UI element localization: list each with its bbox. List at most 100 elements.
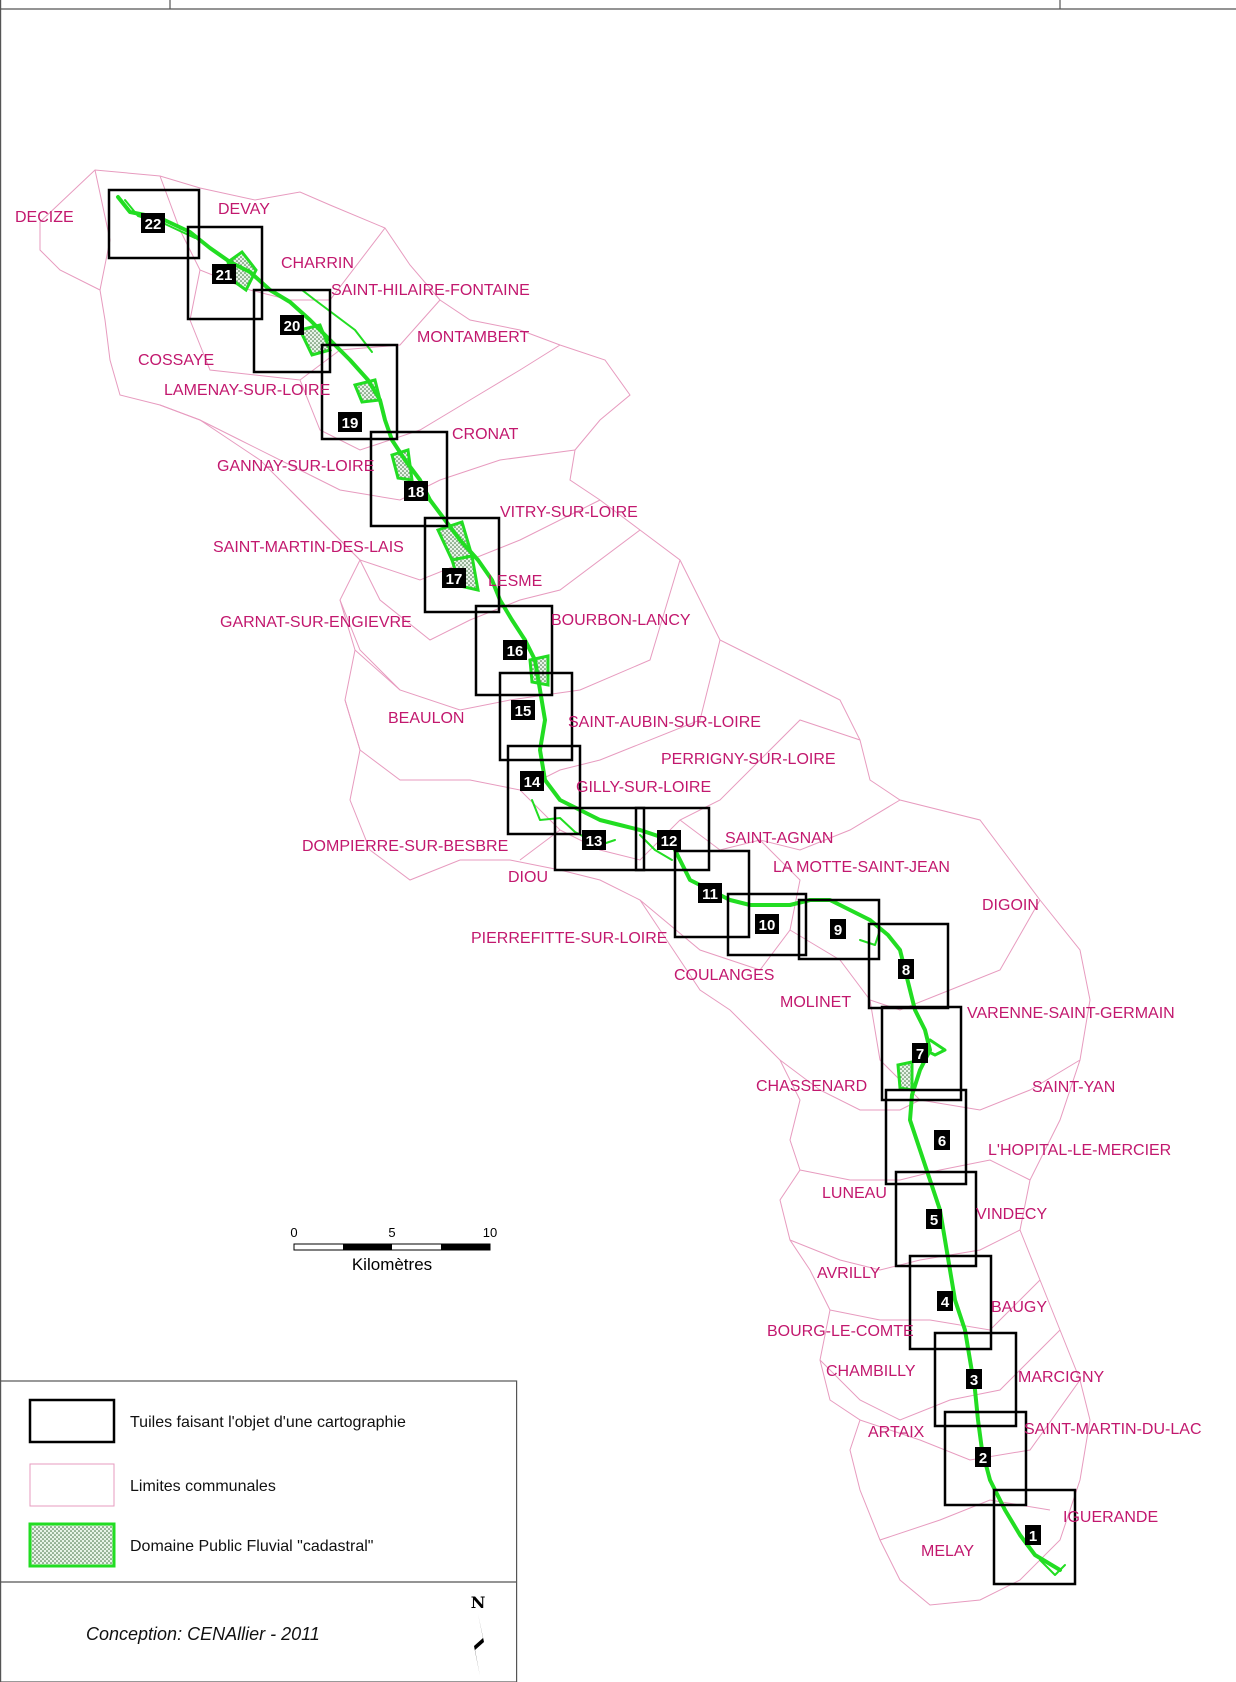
tile-label: 5 bbox=[930, 1212, 938, 1229]
commune-label: CHAMBILLY bbox=[826, 1363, 916, 1380]
commune-label: SAINT-YAN bbox=[1032, 1079, 1115, 1096]
tile-7[interactable] bbox=[880, 1005, 963, 1102]
tile-label: 6 bbox=[938, 1133, 946, 1150]
dpf-areas bbox=[226, 249, 914, 1092]
tile-label: 1 bbox=[1029, 1528, 1037, 1545]
tile-12[interactable] bbox=[634, 806, 711, 872]
commune-label: BOURBON-LANCY bbox=[551, 612, 691, 629]
commune-label: LA MOTTE-SAINT-JEAN bbox=[773, 859, 950, 876]
tile-label: 20 bbox=[284, 318, 301, 335]
commune-label: GANNAY-SUR-LOIRE bbox=[217, 458, 374, 475]
commune-label: BOURG-LE-COMTE bbox=[767, 1323, 914, 1340]
river-loire bbox=[116, 195, 1066, 1576]
tile-label: 14 bbox=[524, 774, 541, 791]
commune-label: ARTAIX bbox=[868, 1424, 925, 1441]
tile-15[interactable] bbox=[498, 671, 574, 762]
tile-17[interactable] bbox=[423, 516, 501, 614]
tile-label: 16 bbox=[507, 643, 524, 660]
commune-label: VINDECY bbox=[976, 1206, 1047, 1223]
legend-dpf-swatch bbox=[28, 1522, 116, 1568]
commune-label: DOMPIERRE-SUR-BESBRE bbox=[302, 838, 508, 855]
commune-label: MELAY bbox=[921, 1543, 974, 1560]
commune-label: SAINT-MARTIN-DES-LAIS bbox=[213, 539, 404, 556]
tile-label: 4 bbox=[941, 1294, 950, 1311]
commune-label: SAINT-HILAIRE-FONTAINE bbox=[331, 282, 530, 299]
commune-boundaries bbox=[39, 169, 1091, 1606]
tile-14[interactable] bbox=[506, 744, 582, 836]
commune-label: DIGOIN bbox=[982, 897, 1039, 914]
commune-label: GARNAT-SUR-ENGIEVRE bbox=[220, 614, 412, 631]
commune-label: DIOU bbox=[508, 869, 548, 886]
commune-label: MARCIGNY bbox=[1018, 1369, 1105, 1386]
legend: Tuiles faisant l'objet d'une cartographi… bbox=[0, 1380, 518, 1682]
tile-18[interactable] bbox=[369, 430, 449, 528]
scale-tick-5: 5 bbox=[388, 1225, 395, 1240]
tile-20[interactable] bbox=[252, 288, 332, 374]
commune-label: VITRY-SUR-LOIRE bbox=[500, 504, 638, 521]
tile-label: 17 bbox=[446, 571, 463, 588]
tile-label: 11 bbox=[702, 886, 718, 903]
tile-9[interactable] bbox=[797, 898, 881, 961]
credit: Conception: CENAllier - 2011 bbox=[86, 1624, 320, 1644]
commune-label: MOLINET bbox=[780, 994, 851, 1011]
commune-label: DEVAY bbox=[218, 201, 270, 218]
commune-label: MONTAMBERT bbox=[417, 329, 530, 346]
tile-badges: 22 21 20 19 18 17 16 15 14 13 12 11 10 9… bbox=[141, 213, 1041, 1545]
scale-tick-10: 10 bbox=[483, 1225, 497, 1240]
tile-label: 15 bbox=[515, 703, 532, 720]
commune-label: COSSAYE bbox=[138, 352, 214, 369]
commune-label: AVRILLY bbox=[817, 1265, 881, 1282]
commune-label: CHARRIN bbox=[281, 255, 354, 272]
scale-tick-0: 0 bbox=[290, 1225, 297, 1240]
tiles bbox=[107, 188, 1077, 1586]
commune-label: COULANGES bbox=[674, 967, 774, 984]
tile-label: 7 bbox=[916, 1046, 924, 1063]
legend-tiles-swatch bbox=[28, 1398, 116, 1444]
commune-label: PERRIGNY-SUR-LOIRE bbox=[661, 751, 836, 768]
commune-labels: DECIZE DEVAY CHARRIN SAINT-HILAIRE-FONTA… bbox=[15, 201, 1202, 1560]
commune-label: CRONAT bbox=[452, 426, 519, 443]
commune-label: DECIZE bbox=[15, 209, 74, 226]
tile-label: 22 bbox=[145, 216, 162, 233]
tile-16[interactable] bbox=[474, 604, 554, 697]
tile-22[interactable] bbox=[107, 188, 201, 260]
commune-label: SAINT-AUBIN-SUR-LOIRE bbox=[568, 714, 761, 731]
legend-tiles-label: Tuiles faisant l'objet d'une cartographi… bbox=[130, 1414, 406, 1431]
commune-label: GILLY-SUR-LOIRE bbox=[576, 779, 711, 796]
tile-3[interactable] bbox=[933, 1331, 1018, 1428]
commune-label: LESME bbox=[488, 573, 542, 590]
scale-unit: Kilomètres bbox=[352, 1255, 432, 1274]
tile-label: 9 bbox=[834, 922, 842, 939]
tile-label: 2 bbox=[979, 1450, 987, 1467]
north-label: N bbox=[471, 1593, 486, 1612]
tile-2[interactable] bbox=[943, 1410, 1028, 1507]
tile-label: 12 bbox=[661, 833, 678, 850]
tile-5[interactable] bbox=[894, 1170, 978, 1268]
commune-label: L'HOPITAL-LE-MERCIER bbox=[988, 1142, 1171, 1159]
tile-label: 19 bbox=[342, 415, 359, 432]
tile-13[interactable] bbox=[553, 806, 646, 872]
commune-label: BEAULON bbox=[388, 710, 464, 727]
tile-1[interactable] bbox=[992, 1488, 1077, 1586]
tile-label: 13 bbox=[586, 833, 603, 850]
scale-bar: 0 5 10 Kilomètres bbox=[290, 1225, 497, 1274]
north-arrow-icon bbox=[474, 1614, 484, 1676]
tile-21[interactable] bbox=[186, 225, 264, 321]
tile-6[interactable] bbox=[884, 1088, 968, 1186]
tile-4[interactable] bbox=[908, 1254, 993, 1351]
legend-limits-label: Limites communales bbox=[130, 1478, 276, 1495]
tile-label: 3 bbox=[970, 1372, 978, 1389]
tile-label: 18 bbox=[408, 484, 425, 501]
commune-label: VARENNE-SAINT-GERMAIN bbox=[967, 1005, 1175, 1022]
tile-10[interactable] bbox=[726, 892, 808, 957]
commune-label: IGUERANDE bbox=[1063, 1509, 1158, 1526]
tile-19[interactable] bbox=[320, 343, 399, 441]
commune-label: CHASSENARD bbox=[756, 1078, 867, 1095]
legend-limits-swatch bbox=[29, 1463, 115, 1507]
legend-dpf-label: Domaine Public Fluvial "cadastral" bbox=[130, 1538, 373, 1555]
commune-label: PIERREFITTE-SUR-LOIRE bbox=[471, 930, 667, 947]
tile-label: 21 bbox=[216, 267, 233, 284]
tile-label: 10 bbox=[759, 917, 776, 934]
commune-label: SAINT-AGNAN bbox=[725, 830, 833, 847]
